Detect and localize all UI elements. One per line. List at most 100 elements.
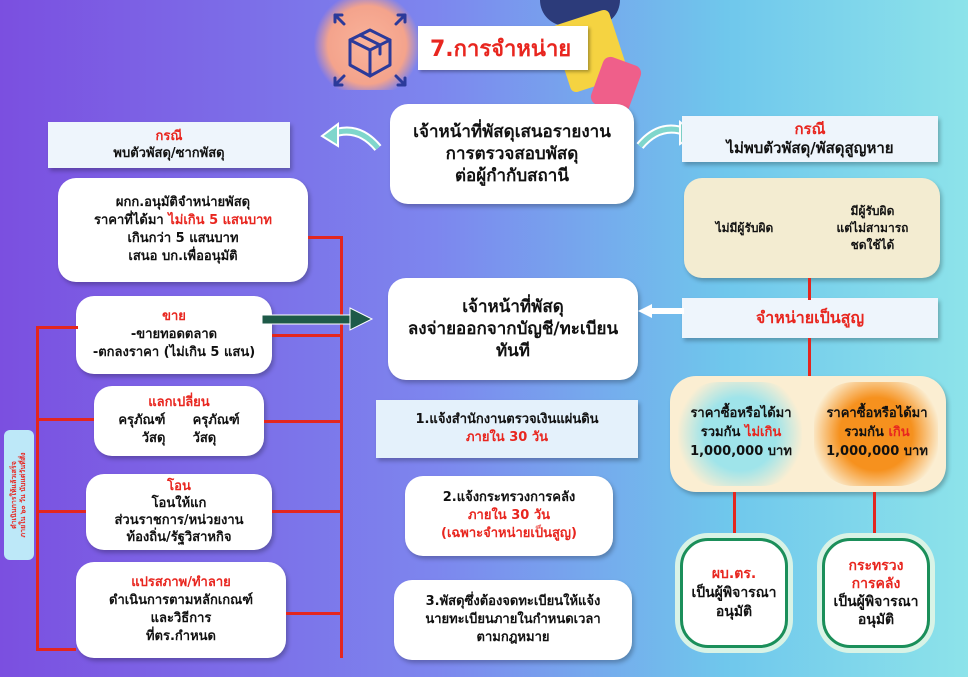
approval-limit: ไม่เกิน 5 แสนบาท bbox=[168, 213, 272, 228]
method-text: -ขายทอดตลาด bbox=[130, 327, 218, 342]
connector-line bbox=[36, 418, 94, 421]
step-deadline: ภายใน 30 วัน bbox=[467, 508, 551, 523]
method-text: ท้องถิ่น/รัฐวิสาหกิจ bbox=[126, 530, 232, 545]
case-text: ไม่พบตัวพัสดุ/พัสดุสูญหาย bbox=[726, 139, 894, 157]
connector-line bbox=[36, 648, 76, 651]
approver-text: อนุมัติ bbox=[857, 612, 895, 628]
price-limit-line: รวมกัน เกิน bbox=[808, 423, 946, 442]
approval-text: ราคาที่ได้มา bbox=[94, 213, 169, 228]
price-text: รวมกัน bbox=[700, 425, 745, 440]
page-title: 7.การจำหน่าย bbox=[418, 26, 588, 70]
connector-line bbox=[36, 326, 78, 329]
arrow-right-icon bbox=[262, 307, 374, 331]
method-text: ครุภัณฑ์ ครุภัณฑ์ bbox=[118, 413, 240, 428]
method-text: วัสดุ วัสดุ bbox=[141, 431, 217, 446]
lost-case-card: กรณี ไม่พบตัวพัสดุ/พัสดุสูญหาย bbox=[682, 116, 938, 162]
connector-line bbox=[36, 510, 86, 513]
sell-card: ขาย -ขายทอดตลาด -ตกลงราคา (ไม่เกิน 5 แสน… bbox=[76, 296, 272, 374]
approver-text: เป็นผู้พิจารณา bbox=[833, 594, 919, 610]
method-text: ที่ตร.กำหนด bbox=[145, 629, 216, 644]
step-text: 3.พัสดุซึ่งต้องจดทะเบียนให้แจ้ง bbox=[425, 594, 601, 609]
report-card: เจ้าหน้าที่พัสดุเสนอรายงาน การตรวจสอบพัส… bbox=[390, 104, 634, 204]
approver-text: เป็นผู้พิจารณา bbox=[691, 584, 777, 601]
method-heading: ขาย bbox=[162, 309, 186, 324]
approver-police-chief: ผบ.ตร. เป็นผู้พิจารณา อนุมัติ bbox=[680, 538, 788, 648]
price-text: ราคาซื้อหรือได้มา bbox=[826, 406, 928, 421]
step-text: 1.แจ้งสำนักงานตรวจเงินแผ่นดิน bbox=[415, 412, 599, 427]
exchange-card: แลกเปลี่ยน ครุภัณฑ์ ครุภัณฑ์ วัสดุ วัสดุ bbox=[94, 386, 264, 456]
step-deadline: ภายใน 30 วัน bbox=[465, 430, 549, 445]
transfer-card: โอน โอนให้แก ส่วนราชการ/หน่วยงาน ท้องถิ่… bbox=[86, 474, 272, 550]
write-off-text: จำหน่ายเป็นสูญ bbox=[755, 307, 865, 327]
price-left-text: ราคาซื้อหรือได้มา รวมกัน ไม่เกิน 1,000,0… bbox=[672, 404, 810, 461]
connector-line bbox=[808, 278, 811, 300]
method-text: โอนให้แก bbox=[151, 496, 207, 511]
price-amount: 1,000,000 บาท bbox=[826, 444, 928, 459]
method-text: และวิธีการ bbox=[150, 611, 212, 626]
deadline-note-text: ดำเนินการให้แล้วเสร็จ ภายใน ๖๐ วัน นับแต… bbox=[10, 433, 28, 557]
responsibility-card: ไม่มีผู้รับผิด มีผู้รับผิด แต่ไม่สามารถ … bbox=[684, 178, 940, 278]
connector-line bbox=[272, 510, 342, 513]
method-text: -ตกลงราคา (ไม่เกิน 5 แสน) bbox=[92, 345, 256, 360]
deadline-note: ดำเนินการให้แล้วเสร็จ ภายใน ๖๐ วัน นับแต… bbox=[4, 430, 34, 560]
liable-text: มีผู้รับผิด bbox=[850, 203, 895, 218]
step-text: 2.แจ้งกระทรวงการคลัง bbox=[442, 490, 576, 505]
liable-text: ชดใช้ได้ bbox=[850, 237, 895, 252]
deadline-note-line: ดำเนินการให้แล้วเสร็จ bbox=[10, 461, 18, 529]
write-out-line: ลงจ่ายออกจากบัญชี/ทะเบียน bbox=[407, 319, 619, 339]
curved-arrow-left-icon bbox=[320, 122, 382, 152]
case-heading: กรณี bbox=[155, 129, 183, 144]
price-left-blob bbox=[678, 382, 802, 486]
deadline-note-line: ภายใน ๖๐ วัน นับแต่วันที่สั่ง bbox=[19, 452, 27, 538]
method-heading: แลกเปลี่ยน bbox=[148, 395, 210, 410]
approver-name: การคลัง bbox=[851, 576, 901, 592]
approval-text: เสนอ บก.เพื่ออนุมัติ bbox=[128, 249, 238, 264]
step-1-card: 1.แจ้งสำนักงานตรวจเงินแผ่นดิน ภายใน 30 ว… bbox=[376, 400, 638, 458]
price-right-text: ราคาซื้อหรือได้มา รวมกัน เกิน 1,000,000 … bbox=[808, 404, 946, 461]
price-limit-line: รวมกัน ไม่เกิน bbox=[672, 423, 810, 442]
method-text: ดำเนินการตามหลักเกณฑ์ bbox=[109, 593, 253, 608]
price-right-blob bbox=[814, 382, 938, 486]
write-off-card: จำหน่ายเป็นสูญ bbox=[682, 298, 938, 338]
step-note: (เฉพาะจำหน่ายเป็นสูญ) bbox=[441, 526, 577, 541]
connector-line bbox=[272, 334, 342, 337]
connector-line bbox=[308, 236, 342, 239]
price-amount: 1,000,000 บาท bbox=[690, 444, 792, 459]
liable-text: แต่ไม่สามารถ bbox=[836, 220, 909, 235]
approval-text: ผกก.อนุมัติจำหน่ายพัสดุ bbox=[115, 195, 251, 210]
price-text: ราคาซื้อหรือได้มา bbox=[690, 406, 792, 421]
connector-line bbox=[340, 236, 343, 658]
approver-finance-ministry: กระทรวง การคลัง เป็นผู้พิจารณา อนุมัติ bbox=[822, 538, 930, 648]
arrow-left-icon bbox=[638, 304, 684, 318]
connector-line bbox=[36, 326, 39, 650]
case-text: พบตัวพัสดุ/ซากพัสดุ bbox=[113, 146, 225, 161]
report-line: เจ้าหน้าที่พัสดุเสนอรายงาน bbox=[413, 122, 611, 142]
method-text: ส่วนราชการ/หน่วยงาน bbox=[114, 513, 244, 528]
approval-card: ผกก.อนุมัติจำหน่ายพัสดุ ราคาที่ได้มา ไม่… bbox=[58, 178, 308, 282]
step-2-card: 2.แจ้งกระทรวงการคลัง ภายใน 30 วัน (เฉพาะ… bbox=[405, 476, 613, 556]
found-case-card: กรณี พบตัวพัสดุ/ซากพัสดุ bbox=[48, 122, 290, 168]
liable-cannot-pay: มีผู้รับผิด แต่ไม่สามารถ ชดใช้ได้ bbox=[837, 203, 909, 254]
destroy-card: แปรสภาพ/ทำลาย ดำเนินการตามหลักเกณฑ์ และว… bbox=[76, 562, 286, 658]
price-limit: เกิน bbox=[888, 425, 910, 440]
approver-text: อนุมัติ bbox=[715, 603, 753, 620]
step-text: นายทะเบียนภายในกำหนดเวลา bbox=[425, 612, 601, 627]
connector-line bbox=[873, 492, 876, 538]
page-title-text: 7.การจำหน่าย bbox=[430, 36, 572, 62]
approver-name: ผบ.ตร. bbox=[711, 565, 757, 582]
connector-line bbox=[808, 338, 811, 378]
step-3-card: 3.พัสดุซึ่งต้องจดทะเบียนให้แจ้ง นายทะเบี… bbox=[394, 580, 632, 660]
box-icon bbox=[333, 13, 407, 87]
no-liable-text: ไม่มีผู้รับผิด bbox=[715, 220, 774, 235]
report-line: การตรวจสอบพัสดุ bbox=[445, 144, 579, 164]
connector-line bbox=[733, 492, 736, 538]
method-heading: โอน bbox=[167, 479, 191, 494]
method-heading: แปรสภาพ/ทำลาย bbox=[131, 575, 231, 590]
connector-line bbox=[286, 612, 342, 615]
approval-price-line: ราคาที่ได้มา ไม่เกิน 5 แสนบาท bbox=[94, 212, 272, 230]
write-out-line: ทันที bbox=[495, 341, 531, 361]
approval-text: เกินกว่า 5 แสนบาท bbox=[127, 231, 239, 246]
step-text: ตามกฎหมาย bbox=[476, 630, 550, 645]
price-text: รวมกัน bbox=[844, 425, 889, 440]
case-heading: กรณี bbox=[794, 120, 826, 138]
